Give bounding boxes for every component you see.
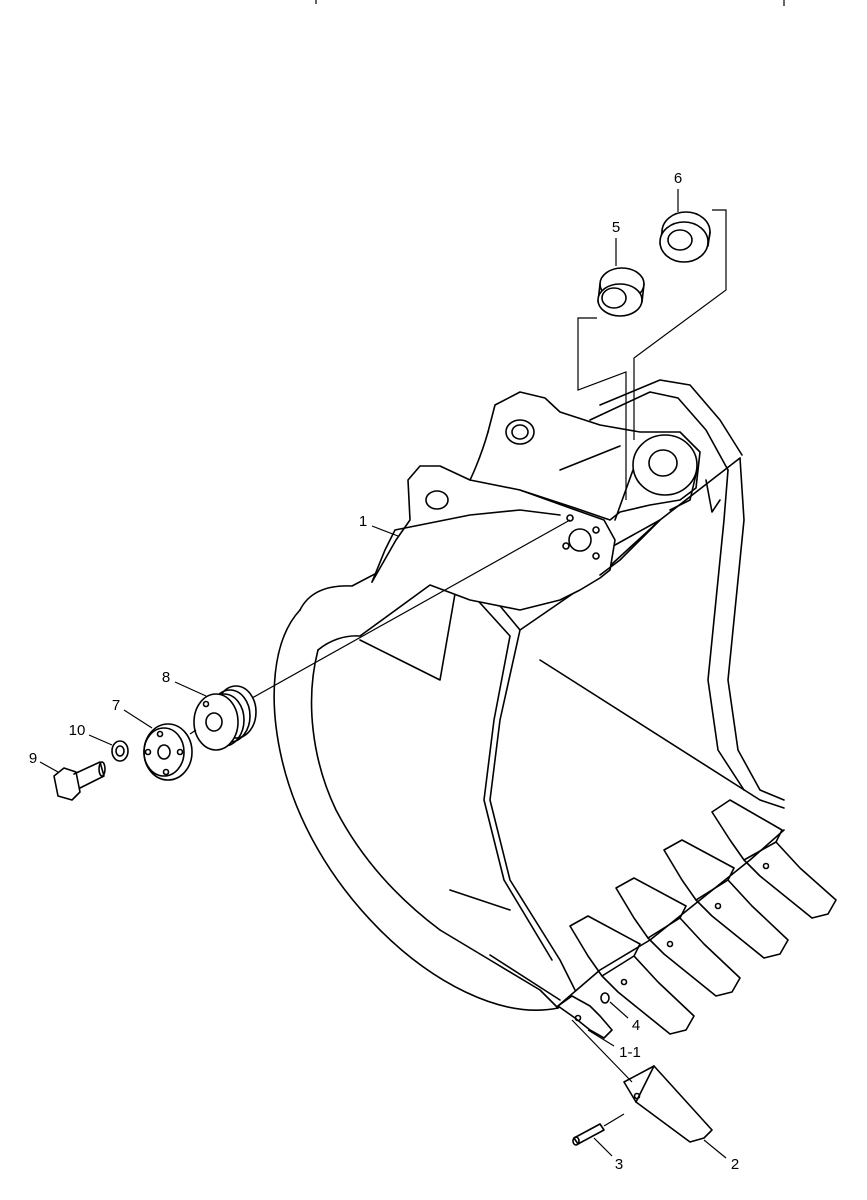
tooth-pin-part-3	[572, 1123, 605, 1146]
callout-10-label: 10	[69, 722, 86, 739]
bolt-part-9	[53, 761, 106, 801]
tooth-point-part-2	[623, 1065, 713, 1143]
callout-10: 10	[69, 722, 113, 746]
callout-5: 5	[612, 219, 620, 266]
bushing-part-5	[597, 267, 645, 317]
callout-3: 3	[593, 1137, 623, 1173]
callout-8-label: 8	[162, 669, 170, 686]
bucket-body	[273, 379, 785, 1011]
callout-1-1-label: 1-1	[619, 1044, 641, 1061]
callout-9: 9	[29, 750, 59, 773]
callout-3-label: 3	[615, 1156, 623, 1173]
callouts: 1 1-1 2 3 4 5 6 7	[29, 170, 739, 1173]
bucket-teeth-row	[557, 799, 837, 1039]
callout-2: 2	[703, 1139, 739, 1173]
callout-2-label: 2	[731, 1156, 739, 1173]
lock-part-4	[600, 992, 610, 1004]
bucket-mounting-brackets	[371, 391, 701, 611]
callout-6: 6	[674, 170, 682, 212]
collar-part-6	[659, 211, 711, 263]
callout-1: 1	[359, 513, 399, 537]
callout-7-label: 7	[112, 697, 120, 714]
callout-5-label: 5	[612, 219, 620, 236]
callout-4-label: 4	[632, 1017, 640, 1034]
callout-1-label: 1	[359, 513, 367, 530]
threaded-spacer-part-8	[193, 685, 257, 751]
callout-4: 4	[609, 1001, 640, 1034]
callout-8: 8	[162, 669, 207, 697]
callout-1-1: 1-1	[587, 1029, 641, 1061]
callout-6-label: 6	[674, 170, 682, 187]
callout-9-label: 9	[29, 750, 37, 767]
flange-plate-part-7	[143, 723, 193, 781]
washer-part-10	[111, 740, 129, 762]
callout-7: 7	[112, 697, 153, 729]
assembly-lines	[189, 209, 727, 1127]
